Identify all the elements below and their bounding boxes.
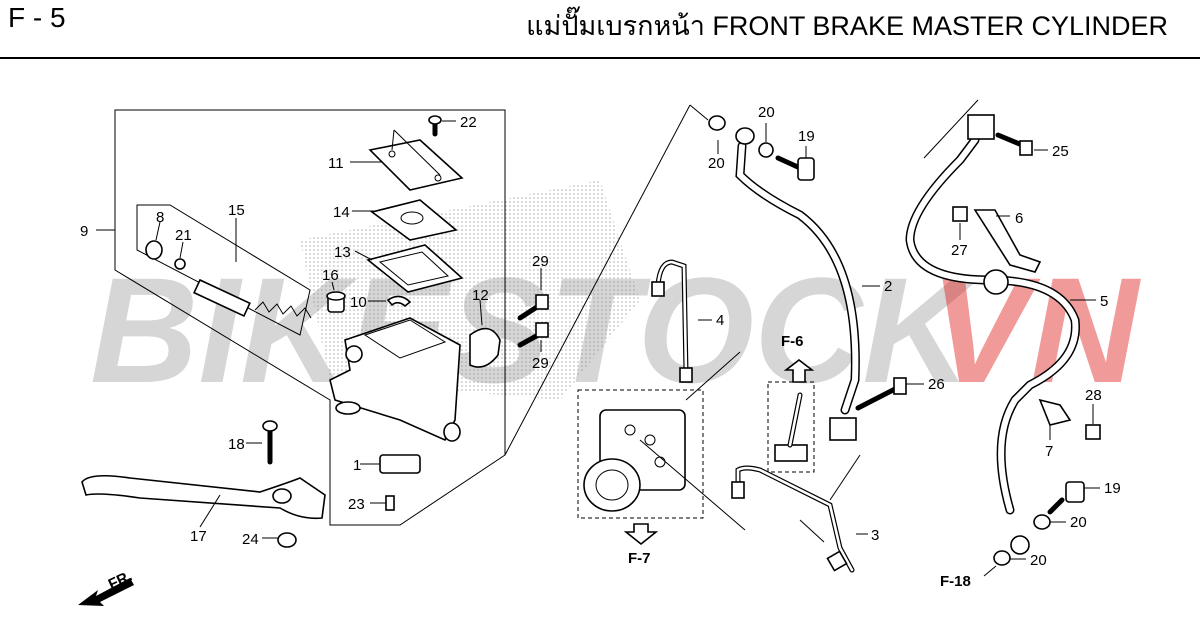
master-cylinder-body [329, 317, 461, 442]
brake-lever [81, 474, 326, 520]
callout-12: 12 [472, 287, 489, 304]
lever-nut [277, 532, 297, 548]
callout-19-upper: 19 [798, 128, 815, 145]
callout-4: 4 [716, 312, 724, 329]
brake-pipe-4 [651, 259, 693, 383]
callout-26: 26 [928, 376, 945, 393]
callout-7: 7 [1045, 443, 1053, 460]
switch-screw [385, 495, 395, 511]
page-code: F - 5 [8, 2, 66, 33]
holder [469, 327, 501, 368]
cap-screw [428, 115, 442, 137]
callout-3: 3 [871, 527, 879, 544]
callout-24: 24 [242, 531, 259, 548]
callout-21: 21 [175, 227, 192, 244]
f6-arrow [783, 358, 815, 383]
holder-bolt-upper [517, 294, 549, 321]
callout-23: 23 [348, 496, 365, 513]
bolt-26 [855, 377, 907, 411]
reservoir-cap [368, 129, 464, 191]
callout-9: 9 [80, 223, 88, 240]
reservoir-plate [370, 199, 458, 241]
callout-20-b: 20 [708, 155, 725, 172]
washers-upper [708, 115, 774, 158]
callout-13: 13 [334, 244, 351, 261]
callout-1: 1 [353, 457, 361, 474]
bolt-28 [1085, 424, 1101, 440]
stop-switch [379, 454, 421, 474]
watermark-left: BIKESTOCK [90, 246, 980, 414]
master-cylinder-group-outline [96, 109, 506, 526]
callout-19-lower: 19 [1104, 480, 1121, 497]
brake-pipe-3 [731, 465, 855, 573]
callout-25: 25 [1052, 143, 1069, 160]
callout-28: 28 [1085, 387, 1102, 404]
holder-bolt-lower [517, 322, 549, 348]
lever-pivot-bolt [262, 420, 278, 465]
callout-22: 22 [460, 114, 477, 131]
callout-6: 6 [1015, 210, 1023, 227]
washers-lower [993, 514, 1051, 566]
bolt-27 [952, 206, 968, 222]
banjo-bolt-lower [1047, 481, 1085, 515]
callouts: 1 2 3 4 5 6 7 8 9 10 11 12 13 14 15 16 1… [80, 104, 1121, 569]
brake-hose-2 [735, 127, 860, 441]
callout-27: 27 [951, 242, 968, 259]
callout-20-a: 20 [758, 104, 775, 121]
ref-f6: F-6 [781, 333, 804, 350]
callout-5: 5 [1100, 293, 1108, 310]
callout-11: 11 [328, 155, 344, 172]
callout-18: 18 [228, 436, 245, 453]
leader-lines [155, 120, 1100, 577]
brake-hose-5 [905, 114, 1080, 555]
piston-kit [145, 240, 312, 319]
bolt-25 [995, 132, 1033, 156]
page-title: แม่ปั๊มเบรกหน้า FRONT BRAKE MASTER CYLIN… [526, 11, 1168, 41]
hose-bracket-6 [973, 209, 1042, 273]
watermark: BIKESTOCK VN [90, 246, 1141, 414]
connector-lines [504, 99, 979, 543]
ref-f18: F-18 [940, 573, 971, 590]
callout-20-c: 20 [1070, 514, 1087, 531]
ref-f7: F-7 [628, 550, 651, 567]
callout-10: 10 [350, 294, 367, 311]
clip [386, 295, 412, 308]
f6-joint [767, 381, 815, 473]
callout-29-lower: 29 [532, 355, 549, 372]
callout-16: 16 [322, 267, 339, 284]
callout-15: 15 [228, 202, 245, 219]
callout-29-upper: 29 [532, 253, 549, 270]
boot [326, 291, 346, 313]
abs-modulator [577, 389, 704, 519]
callout-20-d: 20 [1030, 552, 1047, 569]
bracket-7 [1038, 398, 1072, 426]
f7-arrow [623, 523, 659, 546]
banjo-bolt-upper [775, 155, 815, 181]
callout-17: 17 [190, 528, 207, 545]
front-direction-arrow [78, 578, 134, 606]
diaphragm [366, 244, 464, 293]
front-label: FR. [106, 568, 135, 594]
header-divider [0, 57, 1200, 59]
callout-8: 8 [156, 209, 164, 226]
callout-14: 14 [333, 204, 350, 221]
callout-2: 2 [884, 278, 892, 295]
